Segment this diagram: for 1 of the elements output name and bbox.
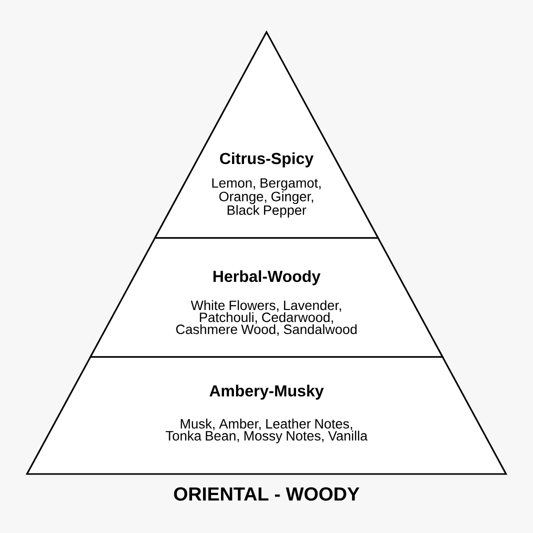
pyramid-title: ORIENTAL - WOODY bbox=[174, 487, 360, 501]
